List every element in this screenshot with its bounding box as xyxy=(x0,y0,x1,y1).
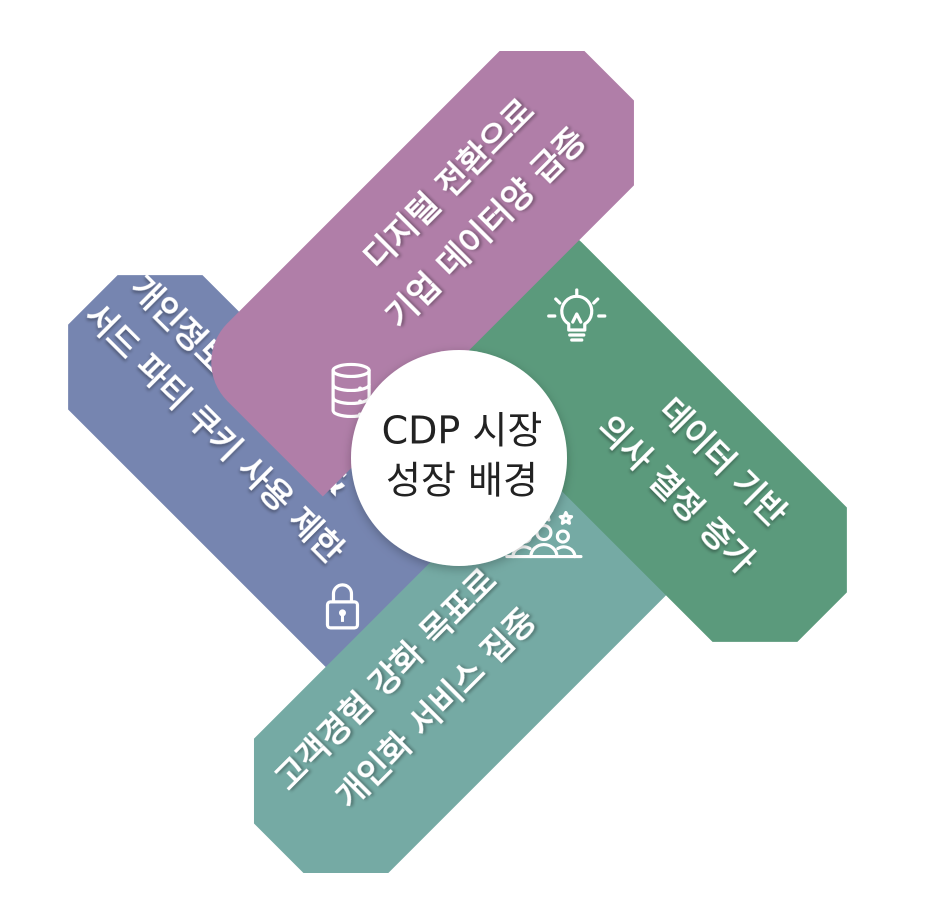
center-node: CDP 시장 성장 배경 xyxy=(351,350,567,566)
arm-data-decision-shape xyxy=(408,226,847,642)
padlock-icon xyxy=(325,583,360,630)
arm-digital-transformation-shape xyxy=(211,51,634,497)
lightbulb-icon xyxy=(547,288,607,342)
arm-privacy-shape xyxy=(68,275,484,714)
center-title-line2: 성장 배경 xyxy=(386,459,538,503)
arm-personalization-shape xyxy=(253,436,714,874)
center-title-line1: CDP 시장 xyxy=(382,409,543,453)
